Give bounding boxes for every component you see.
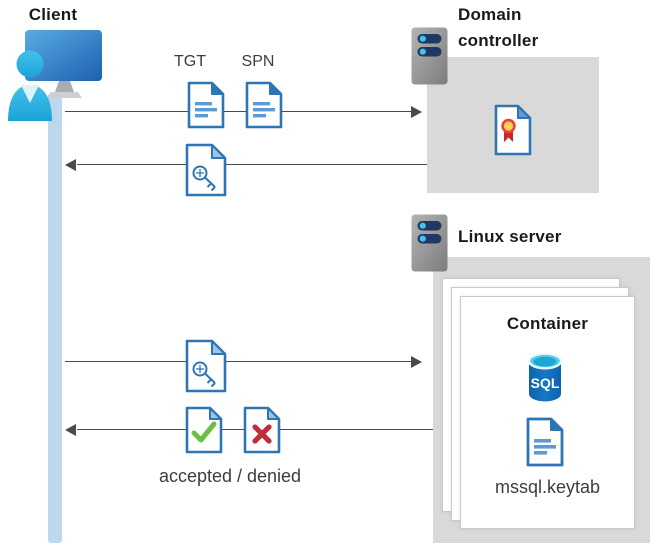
spn-label: SPN xyxy=(241,53,275,70)
sql-badge-text: SQL xyxy=(531,375,560,391)
sql-database-icon: SQL xyxy=(526,352,564,404)
denied-x-icon xyxy=(242,406,282,454)
client-device-icon xyxy=(6,27,106,121)
arrow-client-to-dc xyxy=(65,111,412,112)
person-icon xyxy=(8,50,52,121)
arrowhead-left-icon xyxy=(65,424,76,436)
arrowhead-right-icon xyxy=(411,356,422,368)
spn-document-icon xyxy=(244,81,284,129)
arrow-client-to-linux xyxy=(65,361,412,362)
ticket-key-icon-2 xyxy=(184,339,228,393)
arrowhead-left-icon xyxy=(65,159,76,171)
container-card: Container SQL mssql.keytab xyxy=(460,296,635,529)
monitor-icon xyxy=(25,30,102,98)
domain-controller-server-icon xyxy=(411,27,448,85)
arrowhead-right-icon xyxy=(411,106,422,118)
accepted-denied-label: accepted / denied xyxy=(158,466,302,486)
client-lifeline xyxy=(48,93,62,543)
tgt-document-icon xyxy=(186,81,226,129)
keytab-filename-label: mssql.keytab xyxy=(494,477,601,497)
domain-controller-label: Domain controller xyxy=(458,5,539,50)
tgt-label: TGT xyxy=(174,53,206,70)
client-label: Client xyxy=(28,5,78,24)
keytab-document-icon xyxy=(525,417,565,467)
container-label: Container xyxy=(506,314,589,333)
linux-server-label: Linux server xyxy=(458,227,562,246)
ticket-key-icon xyxy=(184,143,228,197)
arrow-dc-to-client xyxy=(77,164,430,165)
certificate-icon xyxy=(493,104,533,156)
accepted-check-icon xyxy=(184,406,224,454)
linux-server-icon xyxy=(411,214,448,272)
